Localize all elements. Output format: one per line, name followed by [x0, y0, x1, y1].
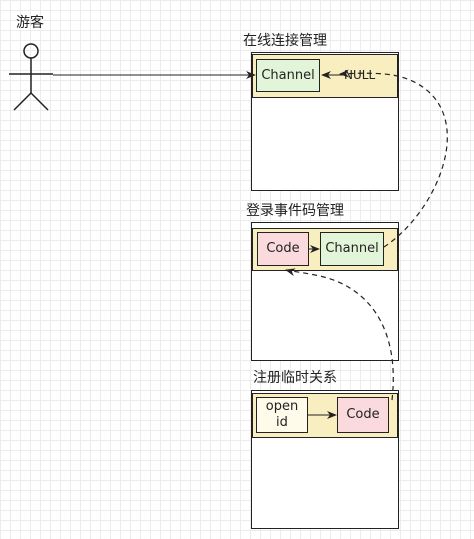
register-code-to-login-code-dashed-arrow	[285, 268, 394, 401]
login-channel-node: Channel	[320, 232, 384, 266]
null-marker-label: NULL	[344, 68, 376, 82]
actor-left-leg	[13, 92, 32, 111]
actor-label: 游客	[16, 15, 44, 31]
open-id-node: open id	[256, 397, 308, 433]
online-channel-label: Channel	[261, 67, 315, 83]
open-id-line1: open	[265, 399, 299, 414]
register-code-node: Code	[337, 397, 389, 433]
login-code-node: Code	[257, 232, 309, 266]
login-channel-label: Channel	[325, 241, 379, 256]
online-container-title: 在线连接管理	[243, 33, 327, 49]
actor-right-leg	[30, 92, 49, 111]
online-channel-node: Channel	[256, 59, 320, 92]
actor-head	[23, 43, 39, 59]
register-container-title: 注册临时关系	[253, 370, 337, 386]
login-channel-to-null-dashed-arrow	[339, 69, 448, 248]
register-code-label: Code	[346, 407, 380, 422]
actor-figure	[9, 43, 53, 111]
login-container-title: 登录事件码管理	[246, 203, 344, 219]
open-id-line2: id	[276, 415, 288, 430]
login-code-label: Code	[266, 241, 300, 256]
